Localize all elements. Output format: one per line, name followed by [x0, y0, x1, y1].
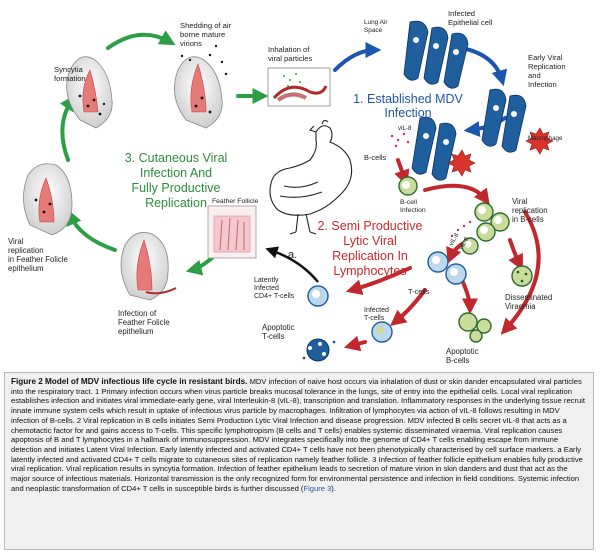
arrow-tcells-to-infected [390, 288, 427, 326]
label-t-cells: T-cells [408, 287, 430, 296]
arrow-a-migration [265, 246, 319, 283]
arrow-viral-rep-to-disseminated [508, 238, 523, 271]
caption-paragraph: Figure 2 Model of MDV infectious life cy… [11, 377, 587, 493]
label-a: a. [288, 249, 297, 261]
arrow-infection-to-viral-rep [66, 209, 117, 252]
arrow-inhalation-to-lung [333, 42, 382, 72]
caption-body: MDV infection of naive host occurs via i… [11, 377, 586, 493]
arrow-follicle-to-infection [185, 256, 214, 276]
caption-end: ). [331, 483, 336, 493]
disseminated-cell [511, 265, 533, 287]
caption-title: Model of MDV infectious life cycle in re… [44, 377, 248, 386]
caption-figure-number: Figure 2 [11, 377, 43, 386]
arrow-tcells-to-latently [345, 266, 412, 296]
infected-t-cell [371, 321, 393, 343]
b-cells-replicating [461, 202, 510, 255]
apoptotic-b-cells [458, 312, 492, 343]
label-macrophage: Macrophage [528, 135, 563, 142]
arrow-big-curve-down [500, 210, 541, 335]
arrow-lung-to-early-replication [460, 46, 508, 87]
b-cell-infection-cell [398, 176, 418, 196]
established-infection-cells [411, 116, 476, 181]
lung-epithelium [403, 20, 469, 89]
latently-infected-t-cell [307, 285, 329, 307]
viral-replication-follicle [23, 163, 73, 236]
chicken-illustration [269, 119, 353, 235]
arrow-bcells-to-bcell-infection [394, 158, 410, 187]
vil8-particles [390, 132, 472, 238]
syncytia-follicle [66, 56, 113, 129]
feather-follicle-box [207, 205, 257, 259]
label-b-cells: B-cells [364, 153, 386, 162]
early-replication-cells [481, 88, 554, 155]
arrow-bcell-to-viral-rep [423, 183, 490, 206]
cycle-arrows-green [59, 30, 269, 276]
arrow-tcells-to-apoptotic [460, 278, 478, 315]
arrow-infected-to-apoptotic-t [343, 335, 367, 352]
t-cells [427, 251, 467, 285]
figure-caption: Figure 2 Model of MDV infectious life cy… [4, 372, 594, 550]
label-feather-follicle: Feather Follicle [212, 198, 259, 205]
shedding-follicle [174, 44, 228, 129]
inhalation-lung-illustration [267, 67, 331, 107]
arrow-viral-rep-to-syncytia [59, 94, 76, 162]
arrow-syncytia-to-shedding [106, 30, 176, 50]
apoptotic-t-cells [302, 338, 336, 362]
infection-follicle [120, 232, 177, 301]
arrows-red [343, 158, 541, 352]
label-vil8-a: vIL-8 [398, 126, 412, 132]
caption-figure-link[interactable]: Figure 3 [303, 483, 332, 493]
